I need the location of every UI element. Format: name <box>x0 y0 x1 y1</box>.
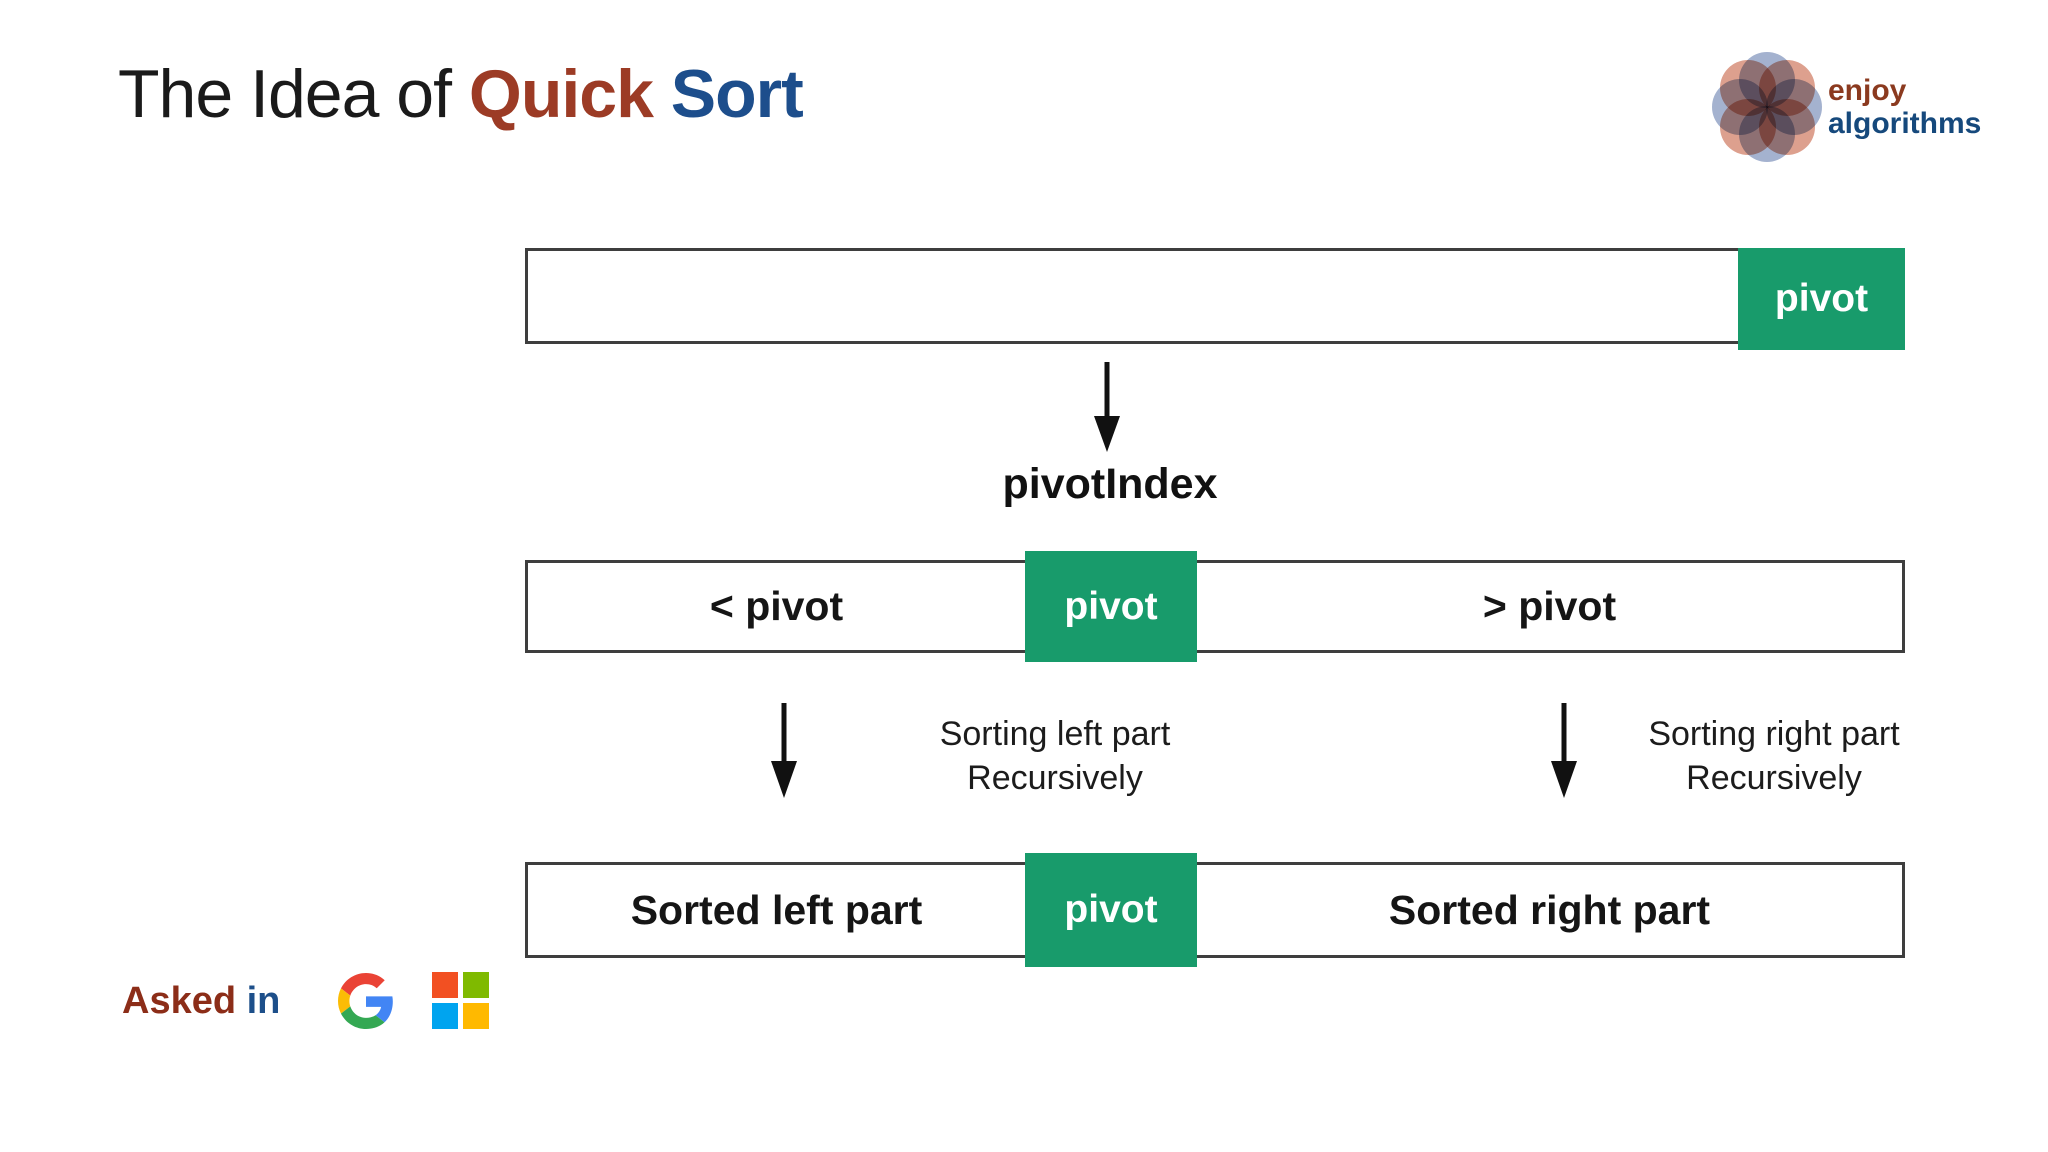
microsoft-logo-icon <box>432 972 490 1030</box>
note-left-line2: Recursively <box>967 759 1143 797</box>
title-prefix: The Idea of <box>118 56 469 132</box>
asked-in-row: Asked in <box>122 972 490 1030</box>
down-arrow-icon <box>771 703 797 798</box>
less-than-pivot-cell: < pivot <box>709 583 844 629</box>
title-sort: Sort <box>670 56 804 132</box>
flower-icon <box>1712 52 1822 162</box>
brand-name-line2: algorithms <box>1828 107 1982 140</box>
pivot-cell-sorted: pivot <box>1025 853 1197 967</box>
pivot-cell-partitioned: pivot <box>1025 551 1197 662</box>
note-left-line1: Sorting left part <box>939 715 1171 753</box>
google-logo-icon <box>338 973 394 1029</box>
pivot-cell-initial: pivot <box>1738 248 1905 350</box>
array-bar-partitioned: < pivot pivot > pivot <box>525 551 1905 662</box>
down-arrow-icon <box>1551 703 1577 798</box>
brand-name-line1: enjoy <box>1828 74 1907 107</box>
array-bar-sorted: Sorted left part pivot Sorted right part <box>525 853 1905 967</box>
page-title: The Idea of Quick Sort <box>118 55 804 133</box>
asked-in-label: Asked in <box>122 980 280 1023</box>
note-right-line2: Recursively <box>1686 759 1862 797</box>
note-sorting-right: Sorting right part Recursively <box>1604 712 1944 800</box>
sorted-right-cell: Sorted right part <box>1388 886 1711 933</box>
array-bar-initial: pivot <box>525 248 1905 350</box>
pivot-index-label: pivotIndex <box>1002 460 1218 508</box>
in-word: in <box>246 979 281 1022</box>
brand-name: enjoy algorithms <box>1828 74 1981 140</box>
note-right-line1: Sorting right part <box>1648 715 1900 753</box>
note-sorting-left: Sorting left part Recursively <box>885 712 1225 800</box>
asked-word: Asked <box>122 979 247 1022</box>
sorted-left-cell: Sorted left part <box>630 886 923 933</box>
brand-logo: enjoy algorithms <box>1712 52 1981 162</box>
title-quick: Quick <box>468 56 671 132</box>
down-arrow-icon <box>1094 362 1120 452</box>
greater-than-pivot-cell: > pivot <box>1482 583 1617 629</box>
